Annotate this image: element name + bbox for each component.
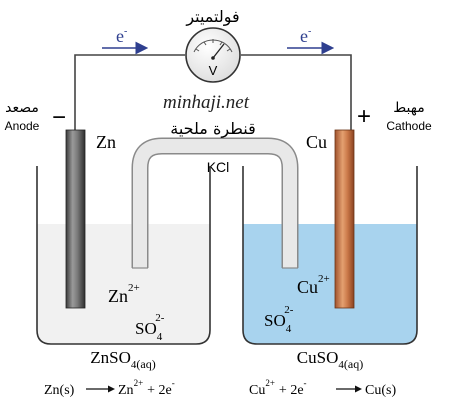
copper-electrode: [334, 129, 355, 309]
left-sulfate-ion: SO42-: [135, 312, 165, 343]
electron-label-left: e-: [116, 26, 127, 46]
voltmeter-symbol: V: [209, 63, 218, 78]
cathode-label-ar: مهبط: [393, 100, 424, 116]
voltmeter-label: فولتميتر: [185, 7, 239, 27]
salt-bridge-label: قنطرة ملحية: [170, 119, 256, 139]
cathode-half-reaction: Cu2++ 2e- Cu(s): [249, 378, 396, 398]
cathode-label-en: Cathode: [386, 119, 432, 133]
right-solution-label: CuSO4(aq): [297, 348, 363, 371]
copper-ion: Cu2+: [297, 273, 330, 297]
zinc-electrode: [65, 129, 86, 309]
salt-bridge: [131, 137, 299, 269]
anode-label-en: Anode: [5, 119, 40, 133]
anode-metal: Zn: [96, 132, 116, 152]
right-beaker: [242, 166, 418, 345]
anode-sign: −: [52, 104, 66, 131]
cathode-metal: Cu: [306, 132, 327, 152]
cathode-sign: +: [357, 103, 371, 130]
svg-text:Cu(s): Cu(s): [365, 383, 396, 398]
zinc-solution: [37, 224, 210, 344]
right-sulfate-ion: SO42-: [264, 304, 294, 335]
svg-text:Zn(s): Zn(s): [44, 383, 75, 398]
anode-half-reaction: Zn(s) Zn2++ 2e-: [44, 378, 175, 398]
svg-text:Zn2++ 2e-: Zn2++ 2e-: [118, 378, 175, 398]
watermark: minhaji.net: [163, 92, 250, 113]
left-solution-label: ZnSO4(aq): [90, 348, 155, 371]
zinc-ion: Zn2+: [108, 282, 140, 306]
svg-text:Cu2++ 2e-: Cu2++ 2e-: [249, 378, 307, 398]
electron-label-right: e-: [300, 26, 311, 46]
anode-label-ar: مصعد: [5, 100, 39, 116]
left-beaker: [36, 166, 211, 345]
voltmeter-icon: [185, 27, 241, 83]
salt-bridge-electrolyte: KCl: [207, 159, 230, 175]
external-wire: [74, 54, 352, 133]
